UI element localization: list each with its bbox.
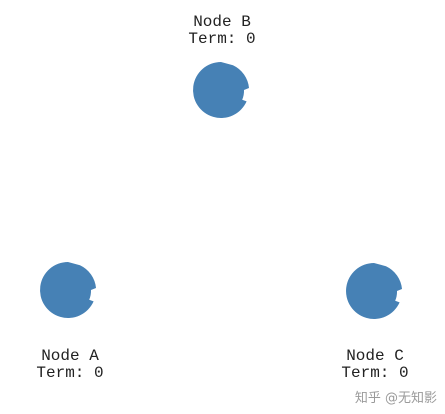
node-b-progress-arc <box>193 62 249 118</box>
node-b-circle[interactable] <box>186 55 256 125</box>
node-b-name: Node B <box>193 13 251 31</box>
node-b-term: Term: 0 <box>188 30 256 48</box>
watermark-text: 知乎 @无知影 <box>354 391 437 406</box>
node-a-circle[interactable] <box>33 255 103 325</box>
node-a-label: Node A Term: 0 <box>0 348 140 382</box>
node-c-circle[interactable] <box>339 256 409 326</box>
node-a-progress-arc <box>40 262 96 318</box>
node-c-label: Node C Term: 0 <box>305 348 445 382</box>
node-a-name: Node A <box>41 347 99 365</box>
node-b-label: Node B Term: 0 <box>152 14 292 48</box>
node-a-term: Term: 0 <box>36 364 104 382</box>
node-c-name: Node C <box>346 347 404 365</box>
node-c-term: Term: 0 <box>341 364 409 382</box>
node-c-progress-arc <box>346 263 402 319</box>
